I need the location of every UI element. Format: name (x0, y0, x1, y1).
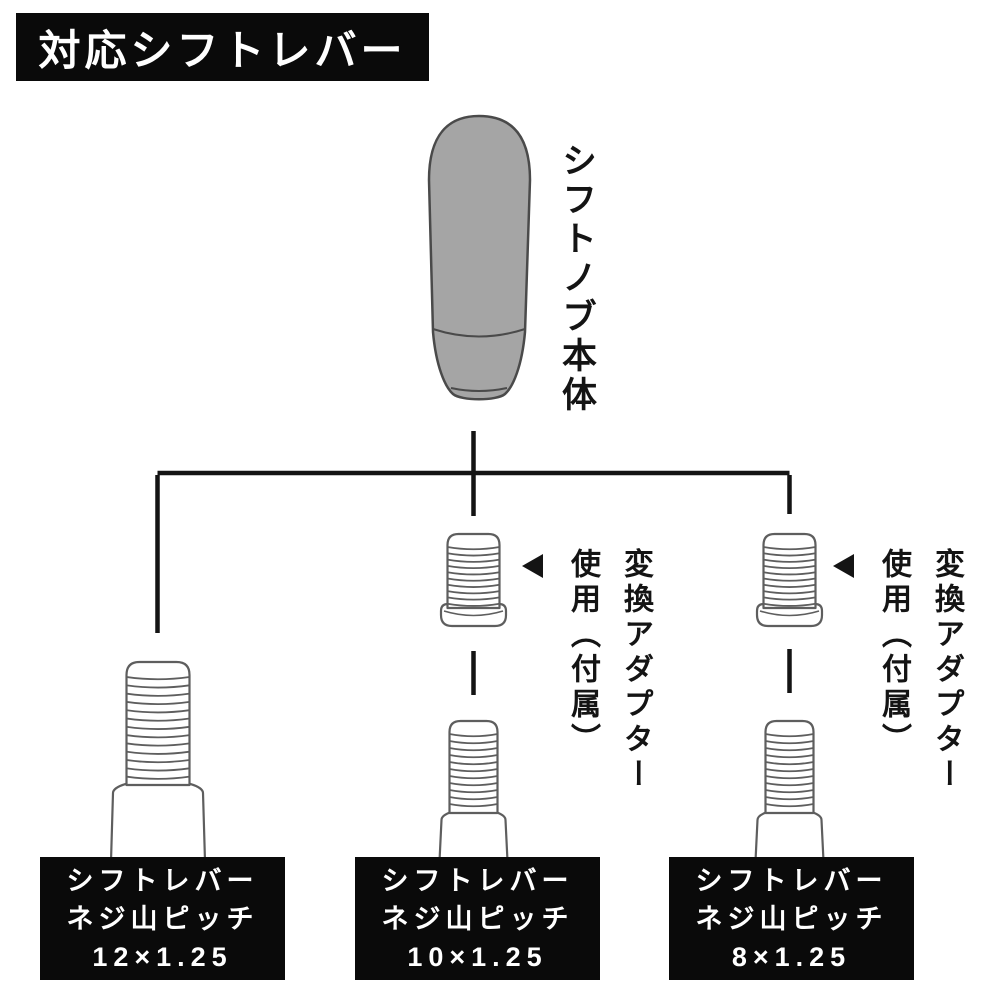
lever-label-12x125: シフトレバー ネジ山ピッチ 12×1.25 (40, 857, 285, 980)
knob-seam-line (432, 328, 526, 338)
lever-illustration-right (754, 719, 825, 863)
knob-foot-line (450, 387, 508, 392)
flange-top-curve (759, 610, 820, 617)
lever-label-line2: ネジ山ピッチ (381, 903, 574, 934)
thread-ridges (763, 546, 816, 607)
lever-label-line1: シフトレバー (66, 865, 259, 896)
thread-ridges (126, 676, 190, 780)
shift-knob-illustration (427, 114, 532, 401)
adapter-callout-right: 使用（付属） 変換アダプター (871, 548, 968, 793)
adapter-arrow-icon-middle (522, 554, 543, 578)
adapter-callout-right-col-left: 使用（付属） (877, 548, 910, 758)
adapter-arrow-icon-right (833, 554, 854, 578)
lever-illustration-left (109, 660, 207, 863)
lever-shaft (438, 807, 509, 863)
flange-top-curve (443, 610, 504, 617)
adapter-callout-middle-col-right: 変換アダプター (619, 548, 652, 793)
knob-label: シフトノブ本体 (557, 142, 596, 415)
page-title: 対応シフトレバー (38, 26, 407, 74)
lever-pitch-value: 12×1.25 (92, 941, 233, 972)
thread-ridges (447, 546, 500, 607)
lever-shaft (109, 778, 207, 863)
lever-label-10x125: シフトレバー ネジ山ピッチ 10×1.25 (355, 857, 600, 980)
adapter-illustration-middle (439, 532, 508, 628)
lever-shaft (754, 807, 825, 863)
connector-tree-lines (155, 431, 792, 695)
thread-outline (446, 532, 501, 610)
lever-label-line1: シフトレバー (381, 865, 574, 896)
adapter-callout-middle: 使用（付属） 変換アダプター (560, 548, 657, 793)
adapter-callout-middle-col-left: 使用（付属） (566, 548, 599, 758)
knob-body-shape (427, 114, 532, 401)
title-banner: 対応シフトレバー (16, 13, 429, 81)
lever-label-line1: シフトレバー (695, 865, 888, 896)
thread-outline (764, 719, 815, 815)
thread-outline (448, 719, 499, 815)
thread-parts-layer (109, 532, 825, 863)
lever-pitch-value: 10×1.25 (407, 941, 548, 972)
lever-label-line2: ネジ山ピッチ (66, 903, 259, 934)
lever-label-line2: ネジ山ピッチ (695, 903, 888, 934)
adapter-callout-right-col-right: 変換アダプター (930, 548, 963, 793)
adapter-illustration-right (755, 532, 824, 628)
thread-ridges (449, 733, 498, 808)
lever-illustration-middle (438, 719, 509, 863)
thread-outline (125, 660, 191, 787)
lever-label-8x125: シフトレバー ネジ山ピッチ 8×1.25 (669, 857, 914, 980)
lever-pitch-value: 8×1.25 (731, 941, 852, 972)
thread-ridges (765, 733, 814, 808)
thread-outline (762, 532, 817, 610)
